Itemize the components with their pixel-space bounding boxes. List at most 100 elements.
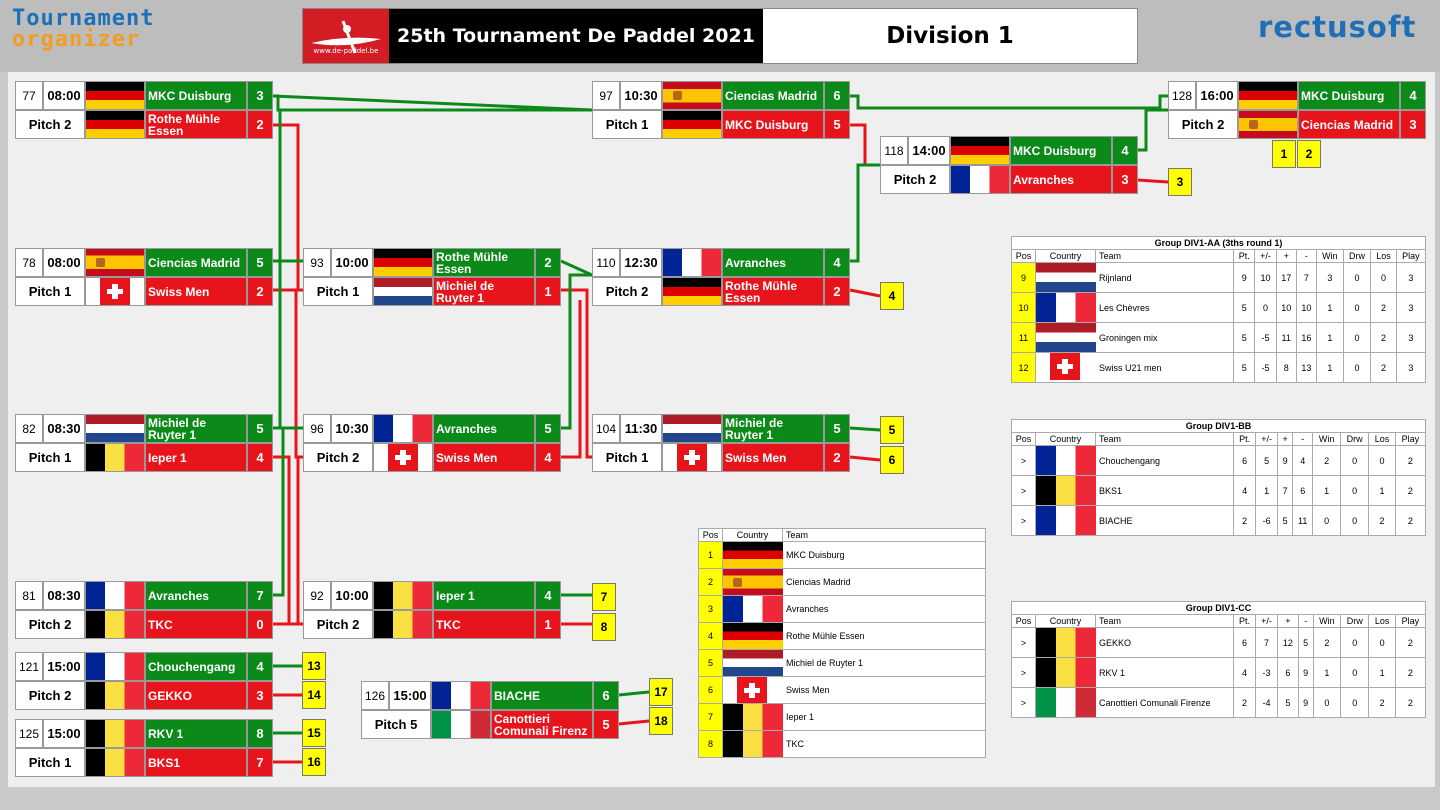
column-header: Country bbox=[722, 528, 783, 542]
played: 2 bbox=[1394, 505, 1427, 536]
match-pitch: Pitch 1 bbox=[592, 443, 662, 472]
flag-de-icon bbox=[662, 277, 722, 306]
team2-score: 2 bbox=[824, 277, 850, 306]
flag-be-icon bbox=[85, 443, 145, 472]
goals-against: 16 bbox=[1295, 322, 1318, 353]
country-cell bbox=[1035, 627, 1096, 658]
match-id: 126 bbox=[361, 681, 389, 710]
team1-score: 5 bbox=[247, 414, 273, 443]
match-time: 15:00 bbox=[389, 681, 431, 710]
match-time: 10:30 bbox=[331, 414, 373, 443]
match-time: 11:30 bbox=[620, 414, 662, 443]
team1-name: Avranches bbox=[722, 248, 824, 277]
match-pitch: Pitch 2 bbox=[15, 110, 85, 139]
team2-name: Michiel de Ruyter 1 bbox=[433, 277, 535, 306]
losses: 1 bbox=[1368, 657, 1396, 688]
flag-de-icon bbox=[723, 542, 783, 568]
column-header: Pos bbox=[698, 528, 723, 542]
played: 3 bbox=[1395, 352, 1427, 383]
group-pos: 12 bbox=[1011, 352, 1036, 383]
draws: 0 bbox=[1339, 505, 1370, 536]
flag-be-icon bbox=[85, 610, 145, 639]
placement-box: 15 bbox=[302, 719, 326, 747]
column-header: Country bbox=[1035, 614, 1096, 628]
column-header: Los bbox=[1370, 249, 1397, 263]
goals-against: 9 bbox=[1297, 657, 1314, 688]
team-name: Rothe Mühle Essen bbox=[782, 622, 986, 650]
column-header: +/- bbox=[1255, 614, 1278, 628]
team1-score: 2 bbox=[535, 248, 561, 277]
team1-score: 3 bbox=[247, 81, 273, 110]
match-id: 96 bbox=[303, 414, 331, 443]
goal-diff: -4 bbox=[1255, 687, 1278, 718]
team1-name: RKV 1 bbox=[145, 719, 247, 748]
column-header: Pos bbox=[1011, 249, 1036, 263]
team2-score: 5 bbox=[593, 710, 619, 739]
column-header: Pt. bbox=[1232, 249, 1256, 263]
match-time: 12:30 bbox=[620, 248, 662, 277]
rank-pos: 1 bbox=[698, 541, 723, 569]
column-header: + bbox=[1275, 249, 1297, 263]
wins: 1 bbox=[1316, 292, 1344, 323]
team2-score: 2 bbox=[247, 277, 273, 306]
de-paddel-logo: www.de-paddel.be bbox=[303, 9, 389, 63]
team-name: Avranches bbox=[782, 595, 986, 623]
column-header: Pos bbox=[1011, 614, 1036, 628]
match-time: 08:00 bbox=[43, 81, 85, 110]
played: 3 bbox=[1395, 262, 1427, 293]
played: 2 bbox=[1394, 475, 1427, 506]
placement-box: 18 bbox=[649, 707, 673, 735]
match-id: 81 bbox=[15, 581, 43, 610]
match-id: 121 bbox=[15, 652, 43, 681]
country-cell bbox=[1035, 262, 1096, 293]
flag-de-icon bbox=[373, 248, 433, 277]
column-header: Play bbox=[1394, 432, 1427, 446]
match-time: 10:00 bbox=[331, 581, 373, 610]
goals-against: 13 bbox=[1295, 352, 1318, 383]
title-box: www.de-paddel.be 25th Tournament De Padd… bbox=[302, 8, 1138, 64]
flag-be-icon bbox=[723, 704, 783, 730]
column-header: - bbox=[1295, 249, 1318, 263]
flag-nl-icon bbox=[373, 277, 433, 306]
wins: 2 bbox=[1312, 627, 1342, 658]
rank-pos: 7 bbox=[698, 703, 723, 731]
points: 2 bbox=[1232, 687, 1257, 718]
team1-name: Ciencias Madrid bbox=[145, 248, 247, 277]
division-title: Division 1 bbox=[886, 23, 1014, 49]
match-id: 97 bbox=[592, 81, 620, 110]
match-pitch: Pitch 1 bbox=[15, 277, 85, 306]
flag-de-icon bbox=[85, 110, 145, 139]
country-cell bbox=[722, 541, 783, 569]
flag-it-icon bbox=[1036, 688, 1096, 717]
losses: 2 bbox=[1370, 292, 1397, 323]
column-header: Drw bbox=[1339, 432, 1370, 446]
draws: 0 bbox=[1340, 657, 1370, 688]
flag-de-icon bbox=[662, 110, 722, 139]
match-id: 118 bbox=[880, 136, 908, 165]
